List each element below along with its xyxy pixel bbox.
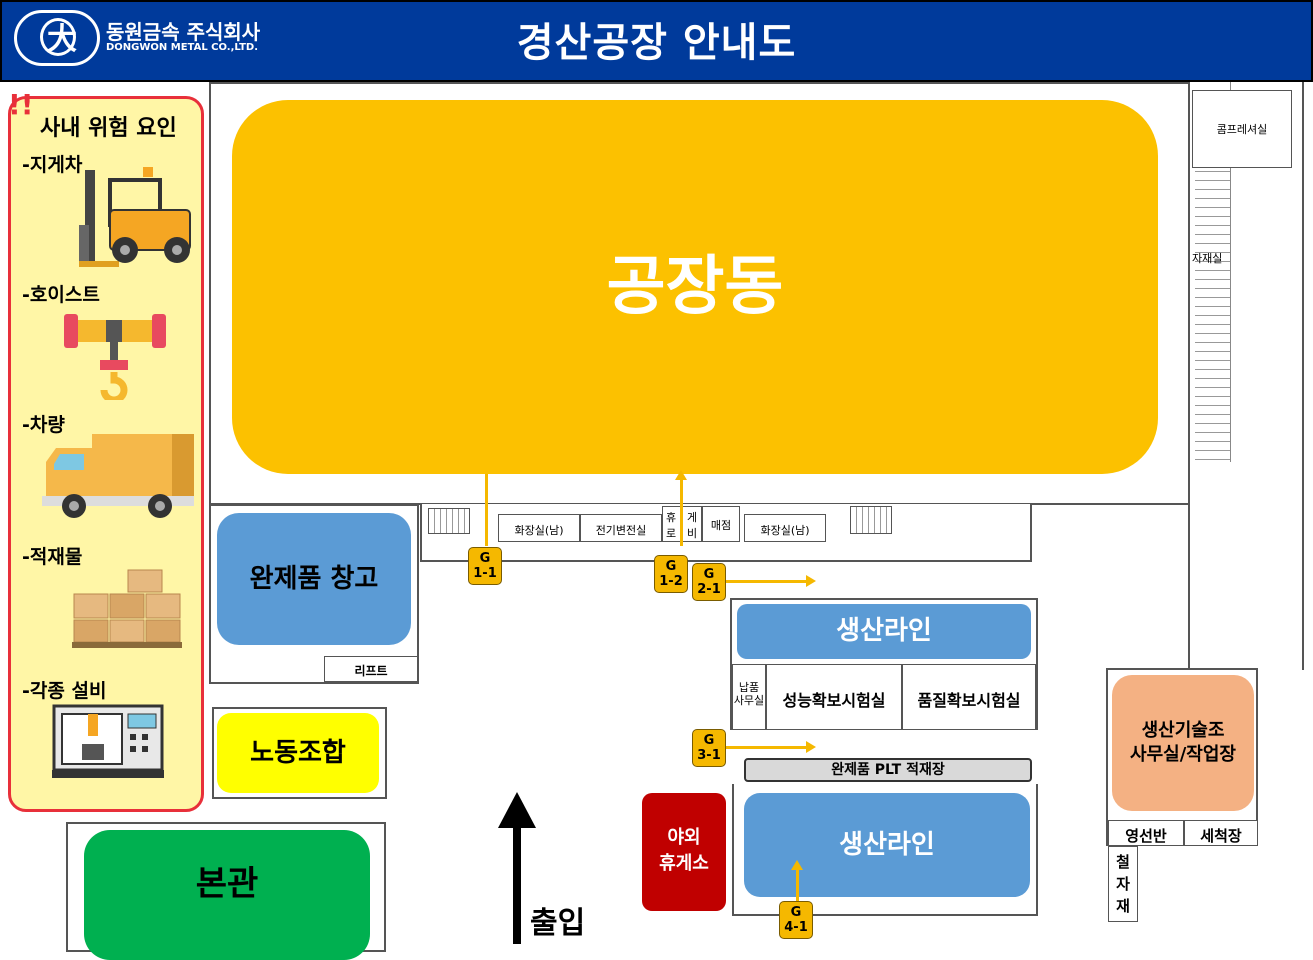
gate-marker-g3-1: G 3-1 bbox=[692, 729, 726, 767]
lounge-char-3: 게 bbox=[687, 511, 698, 524]
washing-label: 세척장 bbox=[1200, 827, 1242, 845]
lounge-char-1: 휴 bbox=[666, 511, 677, 524]
quality-lab: 품질확보시험실 bbox=[902, 664, 1036, 730]
hazard-load-label: -적재물 bbox=[22, 546, 83, 568]
gate-marker-g1-1: G 1-1 bbox=[468, 547, 502, 585]
machine-icon bbox=[52, 704, 164, 778]
outdoor-lounge-label-2: 휴게소 bbox=[659, 853, 709, 874]
gate-g3-1-bottom: 3-1 bbox=[697, 748, 721, 763]
outdoor-lounge-label-1: 야외 bbox=[667, 827, 701, 848]
hoist-icon bbox=[64, 314, 166, 400]
gate-g1-1-bottom: 1-1 bbox=[473, 566, 497, 581]
washing-area: 세척장 bbox=[1184, 820, 1258, 846]
stairs-east bbox=[850, 506, 892, 534]
store: 매점 bbox=[702, 506, 740, 542]
delivery-office: 납품 사무실 bbox=[732, 664, 766, 730]
performance-lab: 성능확보시험실 bbox=[766, 664, 902, 730]
entrance-label: 출입 bbox=[530, 906, 586, 941]
gate-g2-1-bottom: 2-1 bbox=[697, 582, 721, 597]
substation: 전기변전실 bbox=[580, 514, 662, 542]
hazard-vehicle-label: -차량 bbox=[22, 414, 65, 436]
gate-g2-1-top: G bbox=[703, 567, 715, 582]
logo-mark: 大 bbox=[47, 22, 77, 57]
gate-g3-1-top: G bbox=[703, 733, 715, 748]
forklift-icon bbox=[79, 167, 191, 267]
compressor-room-label: 콤프레셔실 bbox=[1216, 123, 1268, 136]
gate-marker-g4-1: G 4-1 bbox=[779, 901, 813, 939]
gate-1-2-arrow bbox=[680, 478, 683, 546]
header-bar bbox=[0, 0, 1313, 82]
main-building: 본관 bbox=[84, 830, 370, 960]
entrance-arrow-icon bbox=[498, 792, 536, 944]
steel-storage: 철 자 재 bbox=[1108, 846, 1138, 922]
gate-4-1-arrow bbox=[796, 866, 799, 902]
tech-office: 생산기술조 사무실/작업장 bbox=[1112, 675, 1254, 811]
labor-union: 노동조합 bbox=[217, 713, 379, 793]
factory-main-building: 공장동 bbox=[232, 100, 1158, 474]
company-logo-icon bbox=[14, 10, 100, 66]
gate-4-1-arrowhead-icon bbox=[791, 860, 803, 870]
warning-icon: !! bbox=[8, 88, 34, 121]
gate-2-1-arrowhead-icon bbox=[806, 575, 816, 587]
lift: 리프트 bbox=[324, 656, 418, 682]
company-name-ko: 동원금속 주식회사 bbox=[106, 20, 261, 44]
boxes-icon bbox=[72, 569, 182, 648]
hazard-title: 사내 위험 요인 bbox=[40, 116, 177, 141]
gate-g4-1-bottom: 4-1 bbox=[784, 920, 808, 935]
gate-1-1-arrow bbox=[485, 474, 488, 546]
gate-g1-1-top: G bbox=[479, 551, 491, 566]
delivery-office-label-2: 사무실 bbox=[733, 694, 765, 707]
restroom-2: 화장실(남) bbox=[744, 514, 826, 542]
truck-icon bbox=[42, 434, 194, 518]
gate-g1-2-top: G bbox=[665, 559, 677, 574]
store-label: 매점 bbox=[710, 519, 732, 532]
substation-label: 전기변전실 bbox=[595, 524, 647, 537]
tech-office-label-1: 생산기술조 bbox=[1141, 720, 1225, 741]
lounge-char-2: 로 bbox=[666, 527, 677, 540]
quality-lab-label: 품질확보시험실 bbox=[917, 691, 1021, 710]
compressor-room: 콤프레셔실 bbox=[1192, 90, 1292, 168]
gate-3-1-arrowhead-icon bbox=[806, 741, 816, 753]
lounge-char-4: 비 bbox=[687, 527, 698, 540]
gate-g4-1-top: G bbox=[790, 905, 802, 920]
performance-lab-label: 성능확보시험실 bbox=[782, 691, 886, 710]
gate-2-1-arrow bbox=[726, 580, 808, 583]
tech-office-label-2: 사무실/작업장 bbox=[1130, 744, 1236, 765]
gate-3-1-arrow bbox=[726, 746, 808, 749]
hazard-hoist-label: -호이스트 bbox=[22, 284, 100, 306]
steel-label-2: 자 bbox=[1116, 875, 1130, 893]
delivery-office-label-1: 납품 bbox=[738, 681, 760, 694]
production-line-1: 생산라인 bbox=[737, 604, 1031, 659]
restroom-1: 화장실(남) bbox=[498, 514, 580, 542]
gate-g1-2-bottom: 1-2 bbox=[659, 574, 683, 589]
steel-label-3: 재 bbox=[1116, 897, 1130, 915]
lift-label: 리프트 bbox=[354, 664, 388, 678]
steel-label-1: 철 bbox=[1116, 853, 1130, 871]
outdoor-lounge: 야외 휴게소 bbox=[642, 793, 726, 911]
company-name-en: DONGWON METAL CO.,LTD. bbox=[106, 42, 259, 53]
plt-yard: 완제품 PLT 적재장 bbox=[744, 758, 1032, 782]
gate-marker-g2-1: G 2-1 bbox=[692, 563, 726, 601]
logo-circle bbox=[40, 18, 76, 56]
restroom-2-label: 화장실(남) bbox=[760, 524, 810, 537]
gate-1-2-arrowhead-icon bbox=[675, 470, 687, 480]
page-title: 경산공장 안내도 bbox=[516, 20, 797, 66]
production-line-2: 생산라인 bbox=[744, 793, 1030, 897]
zero-line: 영선반 bbox=[1108, 820, 1184, 846]
material-room-label: 자재실 bbox=[1192, 252, 1223, 265]
finished-warehouse: 완제품 창고 bbox=[217, 513, 411, 645]
stairs-west bbox=[428, 508, 470, 534]
gate-marker-g1-2: G 1-2 bbox=[654, 555, 688, 593]
hazard-forklift-label: -지게차 bbox=[22, 154, 83, 176]
zero-line-label: 영선반 bbox=[1125, 827, 1167, 845]
restroom-1-label: 화장실(남) bbox=[514, 524, 564, 537]
hazard-equipment-label: -각종 설비 bbox=[22, 680, 107, 702]
